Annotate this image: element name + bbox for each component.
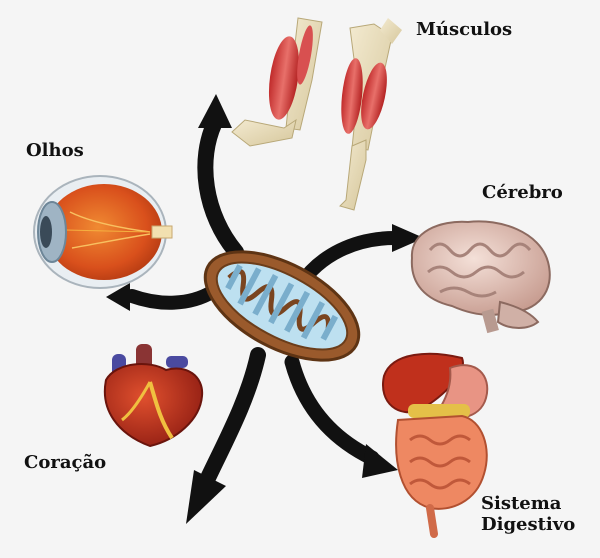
muscles-illustration xyxy=(231,17,402,211)
eye-illustration xyxy=(33,175,173,289)
mitochondrion-illustration xyxy=(203,250,361,362)
label-brain: Cérebro xyxy=(482,182,563,203)
label-eyes: Olhos xyxy=(26,140,84,161)
label-muscles: Músculos xyxy=(416,19,513,40)
arrow-to-brain xyxy=(293,224,424,292)
label-heart: Coração xyxy=(24,452,107,473)
arrow-to-eye xyxy=(106,283,219,311)
arrow-to-digestive xyxy=(284,354,398,478)
label-digestive-line1: Sistema xyxy=(481,493,562,514)
heart-illustration xyxy=(103,344,204,448)
arrow-to-heart xyxy=(186,347,266,524)
label-digestive-system: Sistema Digestivo xyxy=(481,493,576,535)
label-digestive-line2: Digestivo xyxy=(481,513,576,535)
digestive-system-illustration xyxy=(382,352,489,538)
arrow-to-muscles xyxy=(197,94,244,260)
brain-illustration xyxy=(410,220,551,334)
